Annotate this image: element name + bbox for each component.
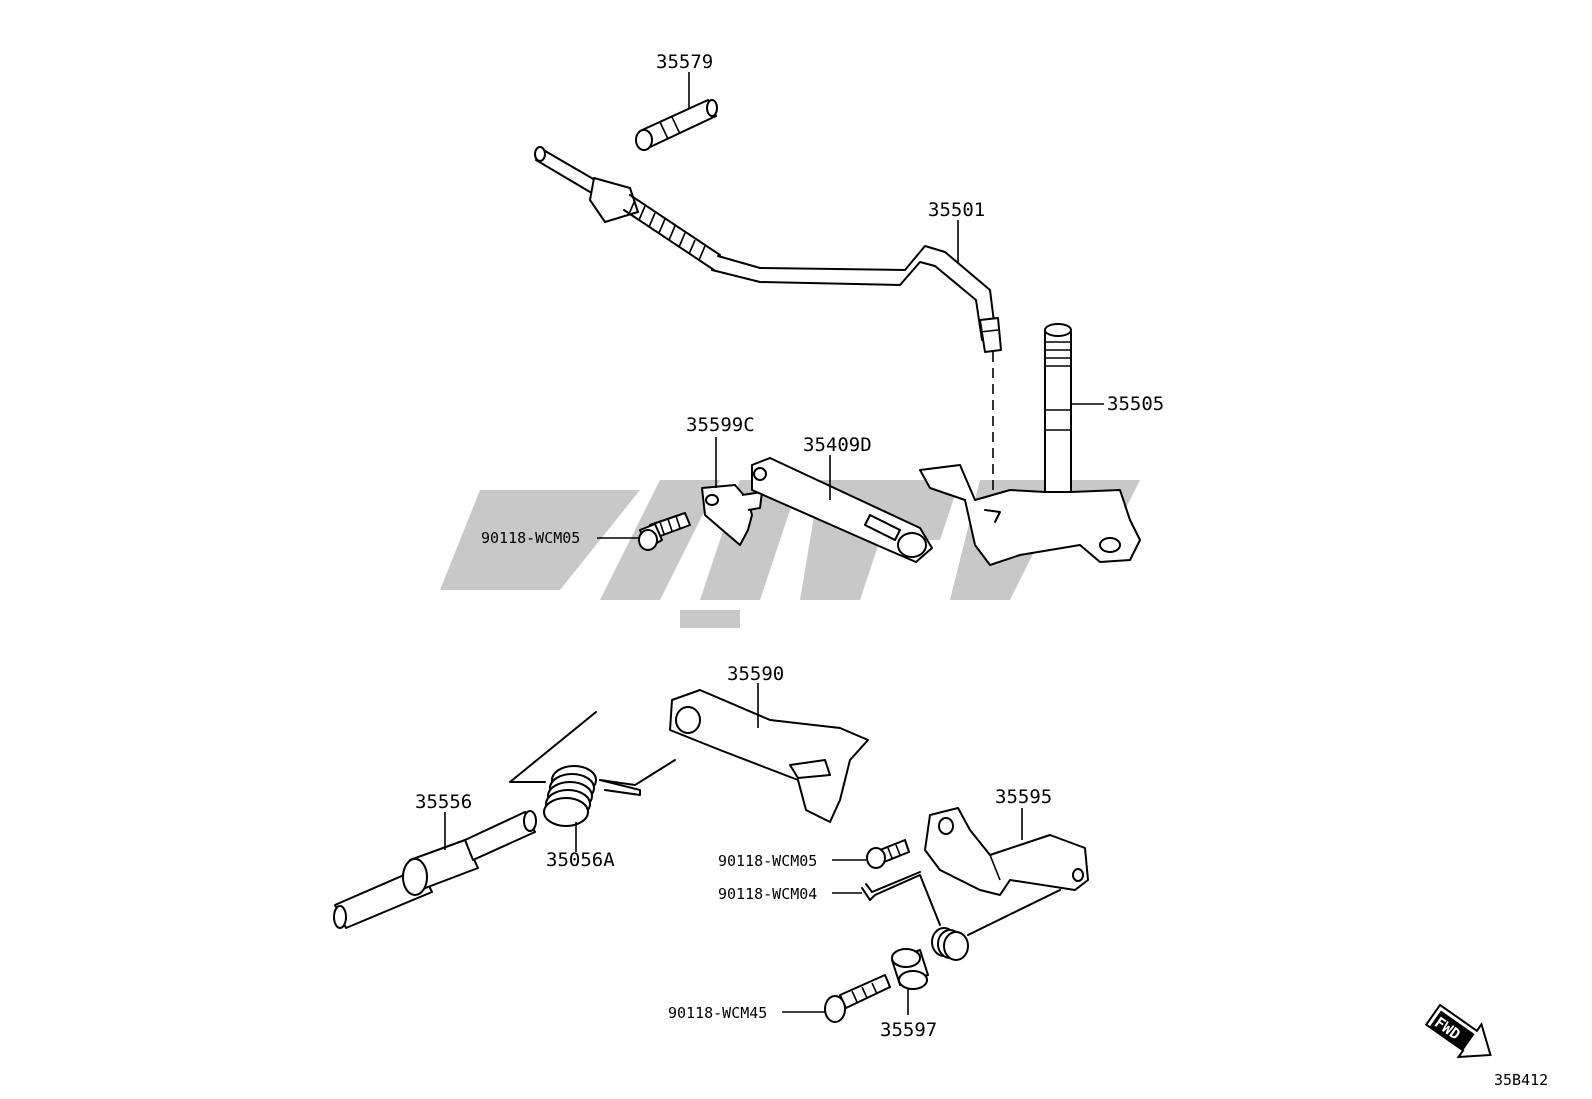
label-35409d: 35409D	[803, 434, 872, 456]
part-35556-shaft[interactable]	[333, 810, 537, 929]
label-wcm05-top: 90118-WCM05	[481, 529, 580, 547]
label-wcm45: 90118-WCM45	[668, 1004, 767, 1022]
label-35056a: 35056A	[546, 849, 615, 871]
label-35556: 35556	[415, 791, 472, 813]
part-35409d-link-plate[interactable]	[751, 457, 933, 563]
part-35505-shift-shaft[interactable]	[919, 323, 1141, 566]
spring-wcm04[interactable]	[861, 871, 1061, 961]
label-35579: 35579	[656, 51, 713, 73]
label-35595: 35595	[995, 786, 1052, 808]
label-35597: 35597	[880, 1019, 937, 1041]
part-35501-shift-rod[interactable]	[534, 146, 1002, 353]
part-35590-lever[interactable]	[669, 689, 869, 823]
bolt-wcm05-top[interactable]	[638, 512, 691, 551]
fwd-arrow-icon: FWD	[1424, 1003, 1492, 1059]
part-35597-collar[interactable]	[891, 948, 929, 990]
label-35501: 35501	[928, 199, 985, 221]
bolt-wcm45[interactable]	[824, 974, 891, 1023]
bolt-wcm05-bottom[interactable]	[866, 839, 910, 869]
label-wcm04: 90118-WCM04	[718, 885, 817, 903]
part-35599c-bracket[interactable]	[701, 484, 763, 546]
label-35505: 35505	[1107, 393, 1164, 415]
part-35595-bracket[interactable]	[924, 807, 1089, 896]
diagram-code: 35B412	[1494, 1071, 1548, 1089]
label-wcm05-bottom: 90118-WCM05	[718, 852, 817, 870]
label-35599c: 35599C	[686, 414, 755, 436]
label-35590: 35590	[727, 663, 784, 685]
part-35579-pin[interactable]	[635, 99, 718, 151]
part-35056a-spring[interactable]	[509, 711, 676, 827]
